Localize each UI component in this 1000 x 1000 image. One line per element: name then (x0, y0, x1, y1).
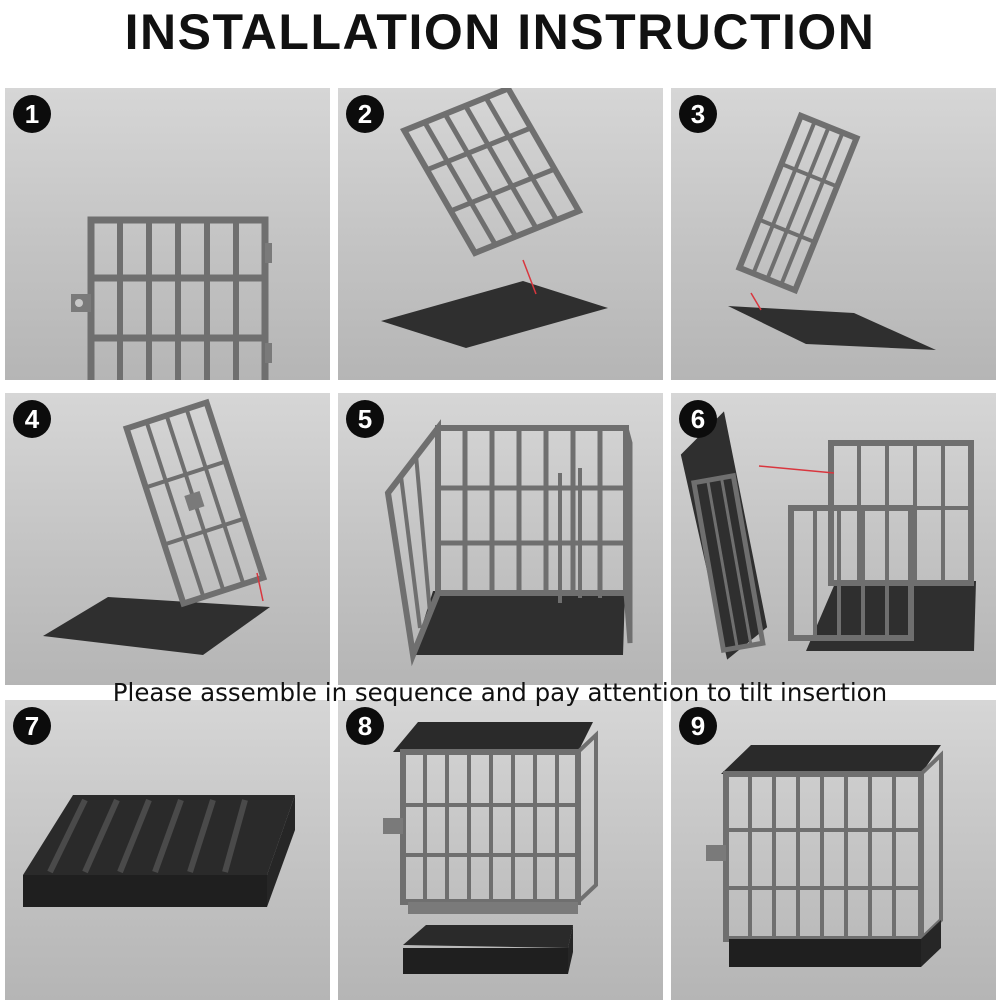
step-1-panel: 1 (5, 88, 330, 380)
step-8-badge: 8 (346, 707, 384, 745)
step-6-panel: 6 (671, 393, 996, 685)
front-gate-attach-illustration (680, 411, 976, 660)
step-2-badge: 2 (346, 95, 384, 133)
step-4-panel: 4 (5, 393, 330, 685)
step-7-panel: 7 (5, 700, 330, 1000)
three-sided-cage-illustration (384, 419, 633, 667)
gate-panel-illustration (71, 216, 272, 380)
step-5-badge: 5 (346, 400, 384, 438)
step-3-badge: 3 (679, 95, 717, 133)
page-title: INSTALLATION INSTRUCTION (124, 4, 876, 60)
step-7-badge: 7 (13, 707, 51, 745)
side-panel-insert-illustration (728, 111, 936, 350)
step-8-panel: 8 (338, 700, 663, 1000)
step-5-panel: 5 (338, 393, 663, 685)
step-2-panel: 2 (338, 88, 663, 380)
step-4-badge: 4 (13, 400, 51, 438)
step-1-badge: 1 (13, 95, 51, 133)
step-9-badge: 9 (679, 707, 717, 745)
step-9-panel: 9 (671, 700, 996, 1000)
step-6-badge: 6 (679, 400, 717, 438)
lid-and-base-illustration (383, 722, 598, 974)
base-tray-illustration (23, 795, 295, 907)
assembled-cage-illustration (706, 745, 943, 967)
gate-tilt-illustration (381, 88, 608, 348)
side-panel-tilt-illustration (43, 398, 270, 655)
step-3-panel: 3 (671, 88, 996, 380)
assembly-note: Please assemble in sequence and pay atte… (112, 678, 888, 707)
